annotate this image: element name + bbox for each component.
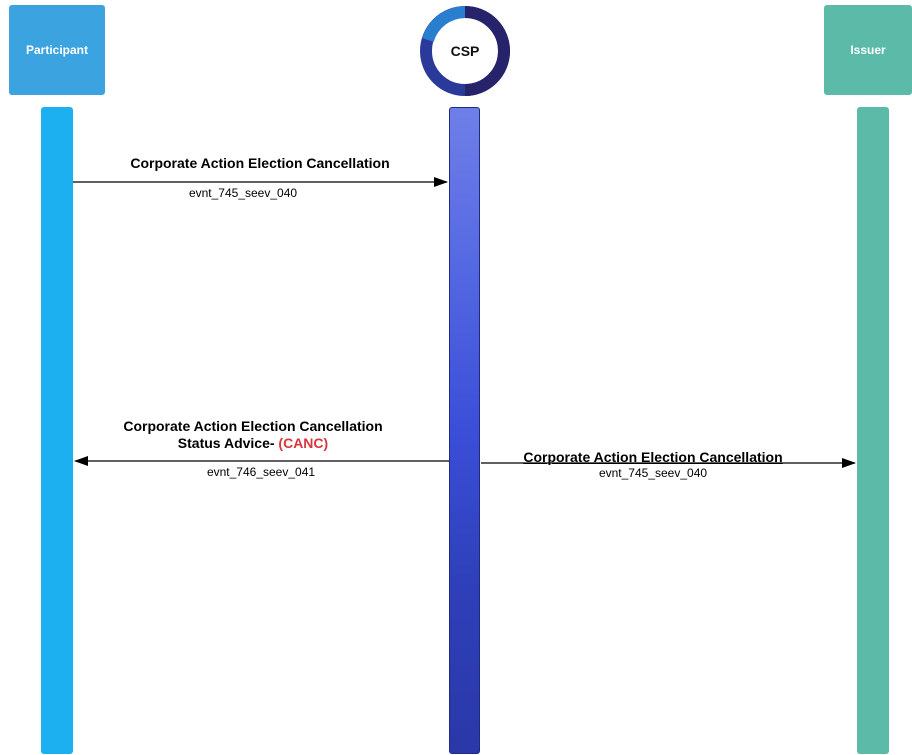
csp-ring-segment-dark bbox=[464, 6, 511, 96]
message-2-title-line1: Corporate Action Election Cancellation bbox=[123, 418, 383, 434]
message-2-status-badge: (CANC) bbox=[278, 435, 329, 451]
participant-actor-label: Participant bbox=[25, 43, 88, 57]
csp-ring-segment-light bbox=[422, 6, 466, 43]
csp-ring-center bbox=[433, 19, 497, 83]
message-1-code: evnt_745_seev_040 bbox=[188, 186, 298, 200]
message-3-code: evnt_745_seev_040 bbox=[598, 466, 708, 480]
message-2-code: evnt_746_seev_041 bbox=[206, 465, 316, 479]
message-1-title: Corporate Action Election Cancellation bbox=[130, 155, 390, 171]
participant-actor-box: Participant bbox=[9, 5, 105, 95]
issuer-lifeline bbox=[857, 107, 889, 754]
csp-lifeline bbox=[449, 107, 480, 754]
csp-actor-label: CSP bbox=[450, 43, 480, 59]
csp-ring-logo bbox=[420, 6, 511, 96]
issuer-actor-label: Issuer bbox=[850, 43, 886, 57]
message-3-title: Corporate Action Election Cancellation bbox=[523, 449, 783, 465]
message-2-title-line2: Status Advice- (CANC) bbox=[73, 435, 433, 451]
message-2-status-prefix: Status Advice- bbox=[177, 435, 275, 451]
participant-lifeline bbox=[41, 107, 73, 754]
issuer-actor-box: Issuer bbox=[824, 5, 912, 95]
